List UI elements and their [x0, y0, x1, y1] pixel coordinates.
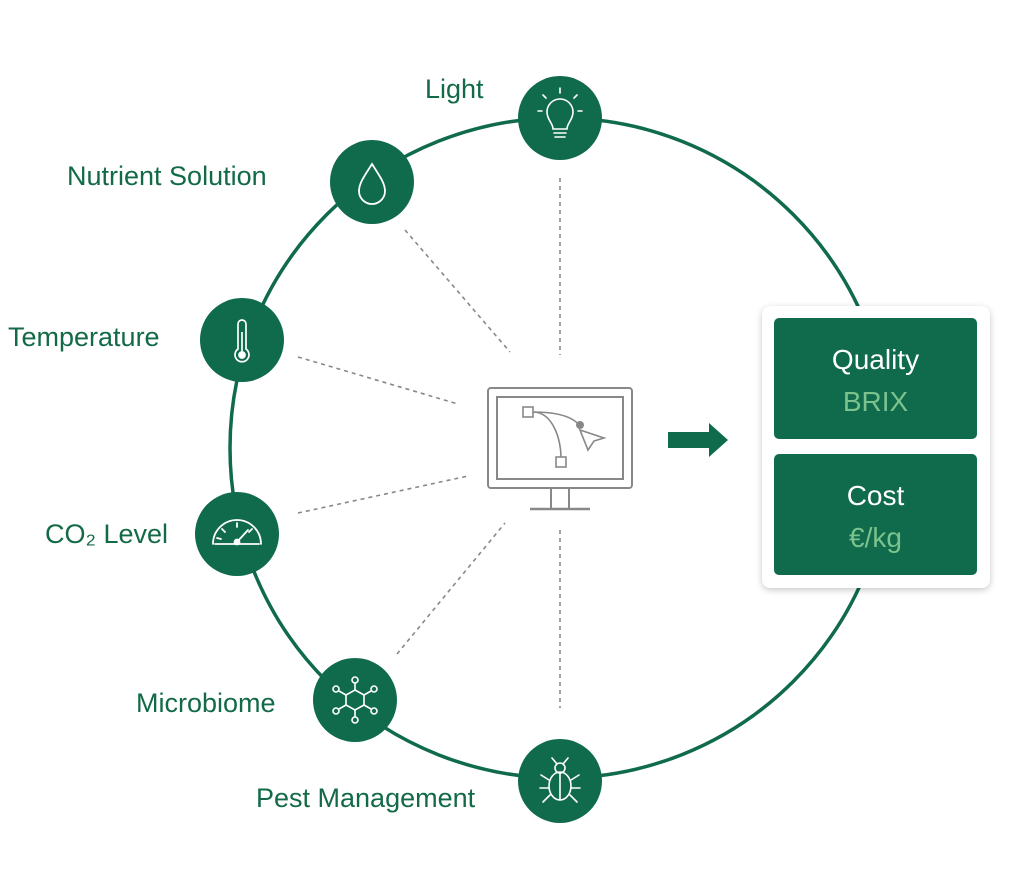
connector-co2	[297, 475, 469, 514]
output-quality-box: Quality BRIX	[774, 318, 977, 439]
output-quality-value: BRIX	[842, 386, 909, 417]
output-quality-title: Quality	[831, 344, 920, 375]
gauge-icon	[212, 519, 262, 546]
factor-label-light: Light	[425, 74, 484, 104]
arrow-right-icon	[668, 423, 728, 457]
node-pest	[518, 739, 602, 823]
connector-lines	[297, 178, 561, 708]
factor-label-temperature: Temperature	[8, 322, 160, 352]
factor-label-microbiome: Microbiome	[136, 688, 276, 718]
monitor-frame	[487, 387, 633, 489]
lightbulb-icon	[537, 87, 583, 138]
factor-label-co2: CO₂ Level	[45, 519, 169, 549]
molecule-icon	[332, 676, 378, 724]
computer-monitor-bezier-icon	[487, 387, 633, 511]
water-drop-icon	[358, 162, 386, 205]
connector-nutrient	[404, 229, 511, 353]
node-microbiome	[313, 658, 397, 742]
connector-microbiome	[396, 522, 506, 655]
output-cost-box: Cost €/kg	[774, 454, 977, 575]
node-light	[518, 76, 602, 160]
node-co2	[195, 492, 279, 576]
factor-label-nutrient: Nutrient Solution	[67, 161, 267, 191]
output-cost-title: Cost	[846, 480, 905, 511]
output-cost-value: €/kg	[849, 522, 902, 553]
beetle-icon	[539, 757, 581, 803]
monitor-screen	[496, 396, 624, 480]
connector-temperature	[297, 356, 459, 405]
node-nutrient	[330, 140, 414, 224]
output-panel: Quality BRIX Cost €/kg	[762, 306, 990, 588]
node-temperature	[200, 298, 284, 382]
thermometer-icon	[234, 319, 250, 363]
factor-label-pest: Pest Management	[256, 783, 476, 813]
